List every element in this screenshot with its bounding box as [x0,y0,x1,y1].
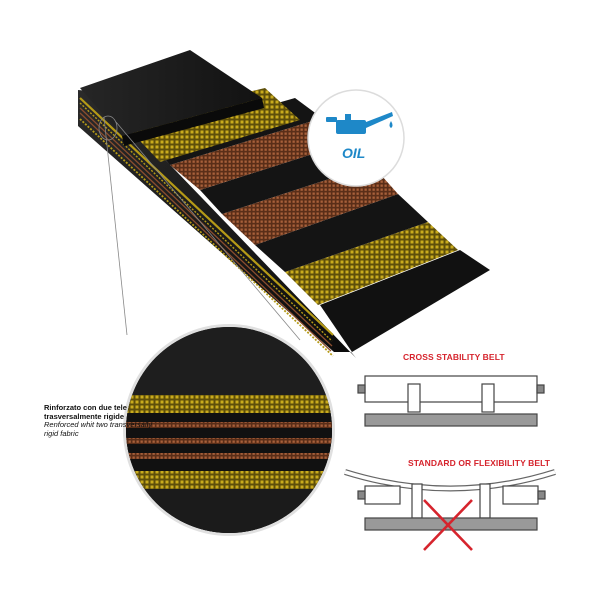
oil-label: OIL [342,145,366,161]
annotation-italian: Rinforzato con due tele trasversalmente … [44,403,127,421]
cross-stability-diagram [357,375,545,427]
oil-can-icon [326,112,393,134]
zoom-guide-lines [98,115,301,341]
cross-out-icon [423,499,473,551]
oil-resistant-badge [307,89,405,187]
top-cover-rubber [80,50,262,136]
magnified-cross-section [123,324,335,536]
reinforcement-annotation: Rinforzato con due tele trasversalmente … [44,403,154,438]
bottom-yellow-fabric [285,222,458,305]
copper-fabric-2 [170,118,350,190]
belt-top-layers [80,50,490,352]
belt-side-edge [78,90,356,358]
flexibility-belt-diagram [344,469,556,531]
bottom-rubber-layer [320,250,490,352]
flexibility-belt-title: STANDARD OR FLEXIBILITY BELT [408,458,551,468]
cross-stability-title: CROSS STABILITY BELT [403,352,505,362]
rubber-strip-4 [255,194,428,272]
annotation-english: Renforced whit two transversally rigid f… [44,420,152,438]
